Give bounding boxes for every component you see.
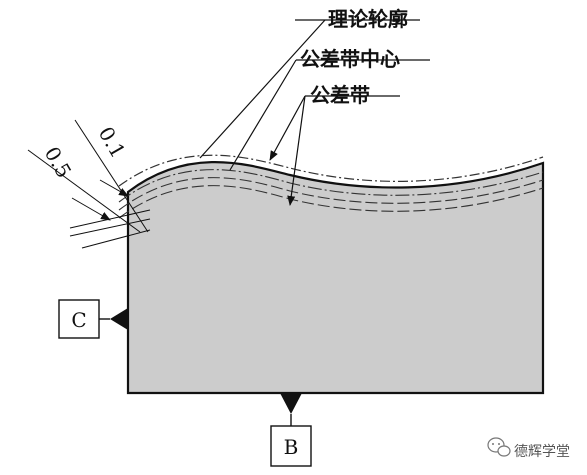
theoretical-profile-line — [118, 154, 544, 187]
datum-b-triangle — [280, 393, 302, 414]
leader-zone-arrow-1 — [269, 95, 306, 161]
label-tolerance-zone-center: 公差带中心 — [300, 47, 400, 71]
dim-extension-1 — [27, 149, 141, 233]
dim-extension-4 — [69, 218, 151, 237]
datum-b-label: B — [284, 435, 299, 459]
leader-theoretical-profile — [199, 19, 326, 159]
watermark: 德辉学堂 — [487, 437, 570, 460]
dim-extension-5 — [81, 229, 151, 249]
tolerance-zone-center-line — [118, 169, 544, 203]
label-tolerance-zone: 公差带 — [310, 83, 370, 107]
part-body — [126, 161, 545, 395]
datum-c-triangle — [110, 308, 128, 330]
datum-b-frame — [270, 425, 312, 467]
dim-label-0-5: 0.5 — [40, 143, 77, 183]
label-theoretical-profile: 理论轮廓 — [328, 7, 408, 31]
leader-zone-center — [229, 59, 297, 171]
dim-label-0-1: 0.1 — [94, 123, 131, 163]
datum-c-label: C — [71, 308, 86, 332]
wechat-icon — [487, 437, 511, 457]
dim-arrow-0-1 — [99, 179, 129, 197]
watermark-label: 德辉学堂 — [514, 444, 570, 460]
tolerance-zone-lower-line — [118, 185, 544, 219]
leader-zone-arrow-2 — [287, 95, 306, 206]
tolerance-zone-upper-line — [118, 177, 544, 211]
dim-arrow-0-5 — [71, 197, 111, 221]
